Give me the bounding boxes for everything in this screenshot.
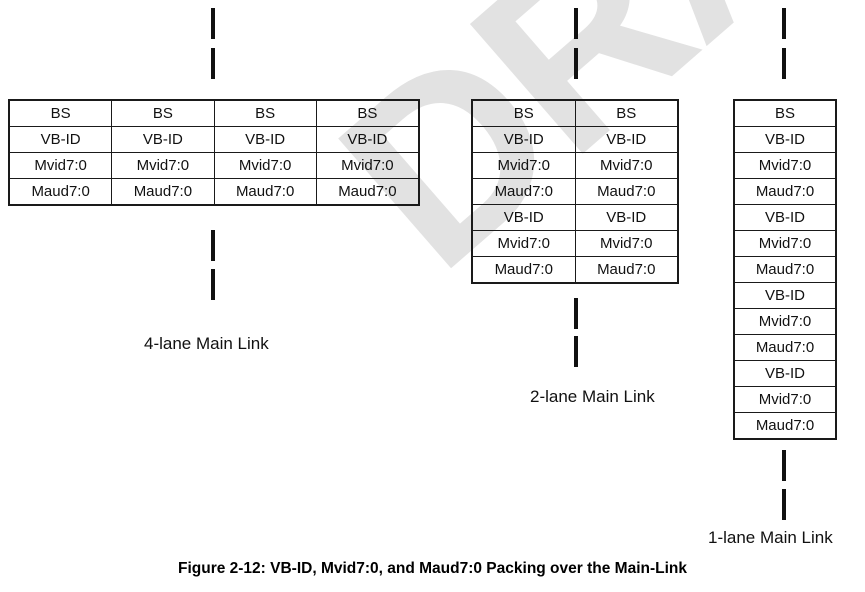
lane-cell: Maud7:0 [733,412,837,440]
lane-cell: Maud7:0 [471,256,576,284]
continuation-dash-2lane-above-2 [574,48,578,79]
lane-cell: VB-ID [315,126,420,153]
lane-cell: BS [111,99,215,127]
lane-cell: BS [213,99,317,127]
lane-cell: Mvid7:0 [471,230,576,257]
continuation-dash-1lane-above-1 [782,8,786,39]
lane-cell: Maud7:0 [111,178,215,206]
lane-cell: VB-ID [574,126,679,153]
lane-cell: Maud7:0 [733,334,837,361]
lane-cell: BS [315,99,420,127]
lane-cell: VB-ID [8,126,113,153]
lane-cell: VB-ID [733,126,837,153]
lane-cell: VB-ID [213,126,317,153]
lane-cell: Mvid7:0 [733,152,837,179]
lane-cell: Maud7:0 [471,178,576,205]
lane-cell: Maud7:0 [315,178,420,206]
table-row: Maud7:0 [733,178,837,205]
continuation-dash-1lane-above-2 [782,48,786,79]
lane-cell: VB-ID [111,126,215,153]
lane-cell: Mvid7:0 [8,152,113,179]
lane-cell: Mvid7:0 [111,152,215,179]
table-row: Mvid7:0 [733,308,837,335]
lane-cell: Maud7:0 [733,256,837,283]
lane-cell: VB-ID [733,360,837,387]
lane-cell: Maud7:0 [574,256,679,284]
continuation-dash-2lane-below-2 [574,336,578,367]
continuation-dash-2lane-below-1 [574,298,578,329]
continuation-dash-4lane-below-2 [211,269,215,300]
table-row: Mvid7:0 [733,152,837,179]
continuation-dash-4lane-below-1 [211,230,215,261]
lane-cell: BS [471,99,576,127]
lane-cell: Mvid7:0 [733,308,837,335]
table-row: Maud7:0 [733,334,837,361]
lane-cell: BS [8,99,113,127]
lane-label-4lane: 4-lane Main Link [144,334,269,353]
continuation-dash-1lane-below-1 [782,450,786,481]
table-row: VB-ID [733,204,837,231]
lane-cell: Mvid7:0 [733,230,837,257]
lane-cell: VB-ID [471,204,576,231]
table-row: Maud7:0 [733,412,837,440]
lane-cell: BS [733,99,837,127]
lane-cell: Maud7:0 [8,178,113,206]
lane-label-1lane: 1-lane Main Link [708,528,833,547]
lane-cell: Mvid7:0 [574,230,679,257]
figure-caption: Figure 2-12: VB-ID, Mvid7:0, and Maud7:0… [177,560,687,577]
lane-label-2lane: 2-lane Main Link [530,387,655,406]
continuation-dash-4lane-above-1 [211,8,215,39]
continuation-dash-1lane-below-2 [782,489,786,520]
lane-cell: BS [574,99,679,127]
lane-cell: VB-ID [471,126,576,153]
lane-cell: Mvid7:0 [315,152,420,179]
lane-cell: Mvid7:0 [574,152,679,179]
lane-cell: VB-ID [733,282,837,309]
lane-cell: Maud7:0 [733,178,837,205]
lane-cell: Mvid7:0 [733,386,837,413]
continuation-dash-4lane-above-2 [211,48,215,79]
lane-cell: Mvid7:0 [213,152,317,179]
table-row: BS [733,99,837,127]
lane-cell: Maud7:0 [213,178,317,206]
table-row: Mvid7:0 [733,386,837,413]
lane-cell: VB-ID [574,204,679,231]
table-row: Mvid7:0 [733,230,837,257]
continuation-dash-2lane-above-1 [574,8,578,39]
table-row: VB-ID [733,360,837,387]
table-row: VB-ID [733,282,837,309]
table-row: Maud7:0 [733,256,837,283]
lane-cell: Maud7:0 [574,178,679,205]
lane-cell: VB-ID [733,204,837,231]
table-row: VB-ID [733,126,837,153]
lane-cell: Mvid7:0 [471,152,576,179]
